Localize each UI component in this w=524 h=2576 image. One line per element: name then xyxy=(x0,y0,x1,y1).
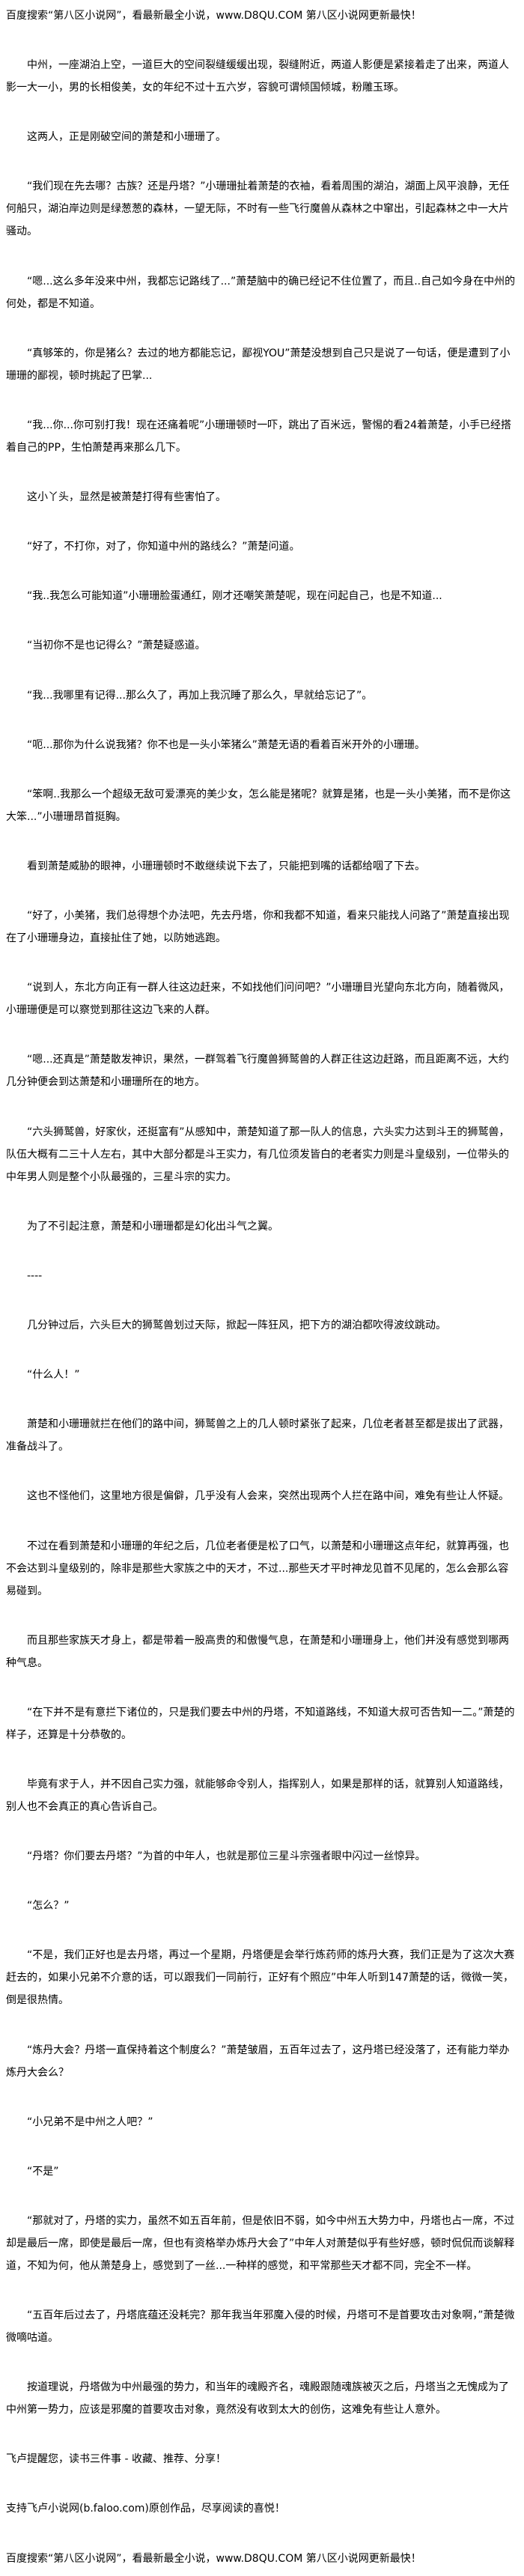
story-paragraph: 毕竟有求于人，并不因自己实力强，就能够命令别人，指挥别人，如果是那样的话，就算别… xyxy=(6,1778,509,1813)
story-paragraph: “五百年后过去了，丹塔底蕴还没耗完？那年我当年邪魔入侵的时候，丹塔可不是首要攻击… xyxy=(6,2309,515,2345)
story-paragraph: 为了不引起注意，萧楚和小珊珊都是幻化出斗气之翼。 xyxy=(27,1220,278,1233)
story-paragraph: “嗯...还真是”萧楚散发神识，果然，一群驾着飞行魔兽狮鹫兽的人群正往这边赶路，… xyxy=(6,1054,509,1089)
reading-reminder: 飞卢提醒您，读书三件事 - 收藏、推荐、分享！ xyxy=(6,2453,226,2466)
story-paragraph: “小兄弟不是中州之人吧？” xyxy=(27,2115,153,2128)
story-paragraph: “嗯...这么多年没来中州，我都忘记路线了...”萧楚脑中的确已经记不住位置了，… xyxy=(6,275,516,310)
story-paragraph: “当初你不是也记得么？”萧楚疑惑道。 xyxy=(27,640,206,652)
story-paragraph: “笨啊..我那么一个超级无敌可爱漂亮的美少女，怎么能是猪呢？就算是猪，也是一头小… xyxy=(6,788,511,823)
story-paragraph: “炼丹大会？丹塔一直保持着这个制度么？”萧楚皱眉，五百年过去了，这丹塔已经没落了… xyxy=(6,2044,510,2079)
story-paragraph: 萧楚和小珊珊就拦在他们的路中间，狮鹫兽之上的几人顿时紧张了起来，几位老者甚至都是… xyxy=(6,1418,509,1453)
story-paragraph: 中州，一座湖泊上空，一道巨大的空间裂缝缓缓出现，裂缝附近，两道人影便是紧接着走了… xyxy=(6,59,509,94)
story-paragraph: “呃...那你为什么说我猪？你不也是一头小笨猪么”萧楚无语的看着百米开外的小珊珊… xyxy=(27,738,425,751)
story-paragraph: “好了，不打你，对了，你知道中州的路线么？”萧楚问道。 xyxy=(27,541,300,553)
support-notice: 支持飞卢小说网(b.faloo.com)原创作品，尽享阅读的喜悦！ xyxy=(6,2503,285,2515)
story-paragraph: 这小丫头，显然是被萧楚打得有些害怕了。 xyxy=(27,490,226,503)
story-paragraph: 看到萧楚威胁的眼神，小珊珊顿时不敢继续说下去了，只能把到嘴的话都给咽了下去。 xyxy=(27,860,425,872)
story-paragraph: “怎么？” xyxy=(27,1900,70,1913)
story-paragraph: 这两人，正是刚破空间的萧楚和小珊珊了。 xyxy=(27,131,226,144)
story-paragraph: “我...我哪里有记得...那么久了，再加上我沉睡了那么久，早就给忘记了”。 xyxy=(27,689,373,702)
story-paragraph: “说到人，东北方向正有一群人往这边赶来，不如找他们问问吧？”小珊珊目光望向东北方… xyxy=(6,982,510,1017)
story-paragraph: 不过在看到萧楚和小珊珊的年纪之后，几位老者便是松了口气，以萧楚和小珊珊这点年纪，… xyxy=(6,1540,509,1597)
story-paragraph: 按道理说，丹塔做为中州最强的势力，和当年的魂殿齐名，魂殿跟随魂族被灭之后，丹塔当… xyxy=(6,2381,509,2416)
story-paragraph: “真够笨的，你是猪么？去过的地方都能忘记，鄙视YOU”萧楚没想到自己只是说了一句… xyxy=(6,347,511,382)
section-divider: ---- xyxy=(27,1269,43,1282)
story-paragraph: “我们现在先去哪？古族？还是丹塔？”小珊珊扯着萧楚的衣袖，看着周围的湖泊，湖面上… xyxy=(6,180,510,238)
site-header-ad: 百度搜索“第八区小说网”，看最新最全小说，www.D8QU.COM 第八区小说网… xyxy=(6,10,421,22)
story-paragraph: 几分钟过后，六头巨大的狮鹫兽划过天际，掀起一阵狂风，把下方的湖泊都吹得波纹跳动。 xyxy=(27,1319,446,1331)
story-paragraph: “我...你...你可别打我！现在还痛着呢”小珊珊顿时一吓，跳出了百米远，警惕的… xyxy=(6,419,512,454)
story-paragraph: “那就对了，丹塔的实力，虽然不如五百年前，但是依旧不弱，如今中州五大势力中，丹塔… xyxy=(6,2214,515,2272)
story-paragraph: 而且那些家族天才身上，都是带着一股高贵的和傲慢气息，在萧楚和小珊珊身上，他们并没… xyxy=(6,1634,509,1669)
story-paragraph: “丹塔？你们要去丹塔？”为首的中年人，也就是那位三星斗宗强者眼中闪过一丝惊异。 xyxy=(27,1850,426,1863)
story-paragraph: “不是，我们正好也是去丹塔，再过一个星期，丹塔便是会举行炼药师的炼丹大赛，我们正… xyxy=(6,1949,515,2007)
story-paragraph: “不是” xyxy=(27,2165,59,2178)
story-paragraph: “在下并不是有意拦下诸位的，只是我们要去中州的丹塔，不知道路线，不知道大叔可否告… xyxy=(6,1706,515,1741)
story-paragraph: “六头狮鹫兽，好家伙，还挺富有”从感知中，萧楚知道了那一队人的信息，六头实力达到… xyxy=(6,1126,510,1183)
story-paragraph: “什么人！” xyxy=(27,1369,80,1382)
story-paragraph: 这也不怪他们，这里地方很是偏僻，几乎没有人会来，突然出现两个人拦在路中间，难免有… xyxy=(27,1490,509,1503)
story-paragraph: “好了，小美猪，我们总得想个办法吧，先去丹塔，你和我都不知道，看来只能找人问路了… xyxy=(6,910,510,945)
site-footer-ad: 百度搜索“第八区小说网”，看最新最全小说，www.D8QU.COM 第八区小说网… xyxy=(6,2552,421,2565)
story-paragraph: “我..我怎么可能知道”小珊珊脸蛋通红，刚才还嘲笑萧楚呢，现在问起自己，也是不知… xyxy=(27,590,442,603)
